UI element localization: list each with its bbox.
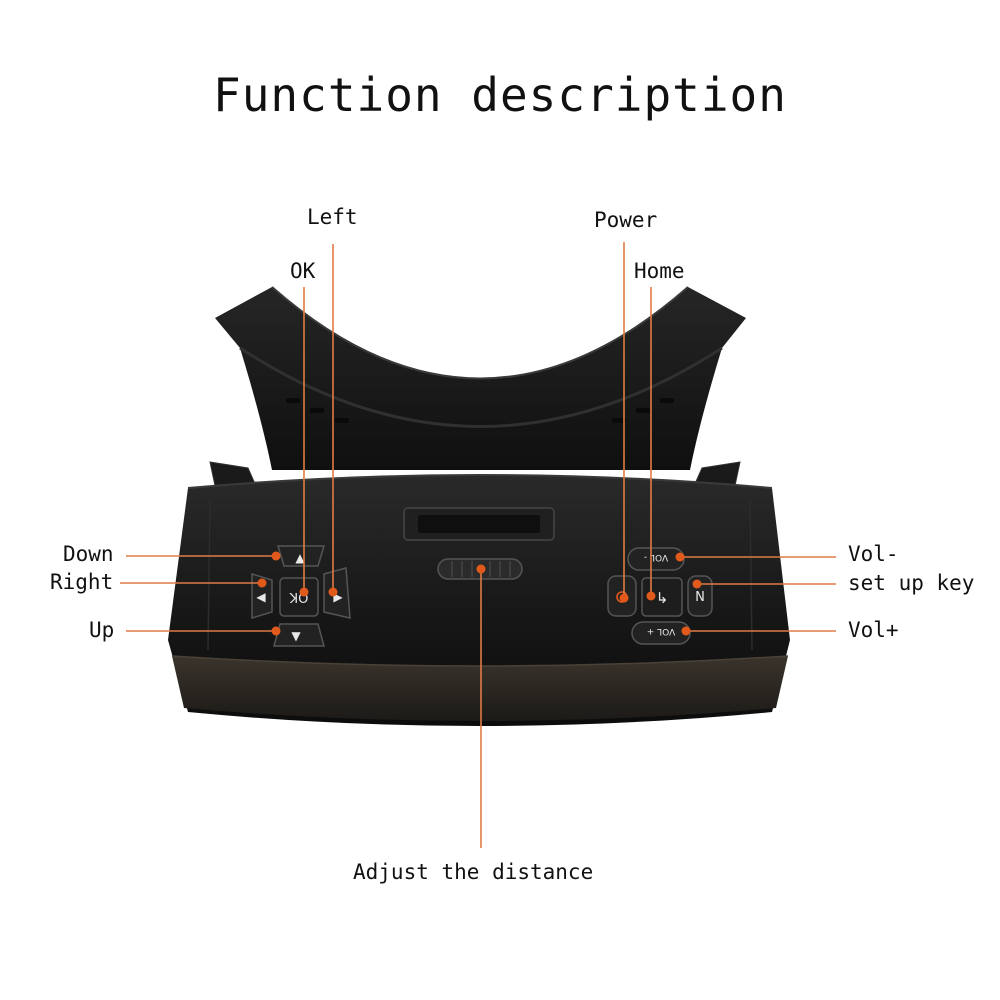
leader-lines xyxy=(120,242,836,848)
setup-key-label: N xyxy=(695,587,705,602)
cushion-inner-edge xyxy=(271,286,689,380)
label-setup-key: set up key xyxy=(848,571,975,595)
cushion-rim xyxy=(239,346,723,428)
label-left: Left xyxy=(307,205,358,229)
leader-markers xyxy=(257,551,702,636)
label-vol-plus: Vol+ xyxy=(848,618,899,642)
svg-text:▲: ▲ xyxy=(295,551,305,565)
label-home: Home xyxy=(634,259,685,283)
label-right: Right xyxy=(50,570,114,594)
svg-text:◀: ◀ xyxy=(256,590,266,604)
label-power: Power xyxy=(594,208,658,232)
body-top-edge xyxy=(187,474,773,489)
label-down: Down xyxy=(63,542,114,566)
vent-slots xyxy=(286,398,674,423)
svg-text:▶: ▶ xyxy=(333,590,343,604)
right-arrow-button xyxy=(251,572,273,620)
label-up: Up xyxy=(89,618,115,642)
label-ok: OK xyxy=(290,259,316,283)
d-pad xyxy=(251,545,351,647)
label-vol-minus: Vol- xyxy=(848,542,899,566)
vol-plus-key-label: VOL + xyxy=(647,626,676,636)
home-icon: ↳ xyxy=(656,589,669,607)
body-lower-band xyxy=(172,656,788,721)
down-arrow-button xyxy=(273,623,325,647)
label-adjust-distance: Adjust the distance xyxy=(353,860,594,884)
page-title: Function description xyxy=(213,68,787,122)
svg-text:▼: ▼ xyxy=(291,629,301,643)
up-arrow-button xyxy=(276,545,326,567)
ok-button xyxy=(279,577,319,617)
vol-minus-key-label: VOL - xyxy=(644,552,668,562)
right-keypad-glyphs: VOL - VOL + N ↳ xyxy=(644,552,705,636)
home-button xyxy=(641,577,683,617)
